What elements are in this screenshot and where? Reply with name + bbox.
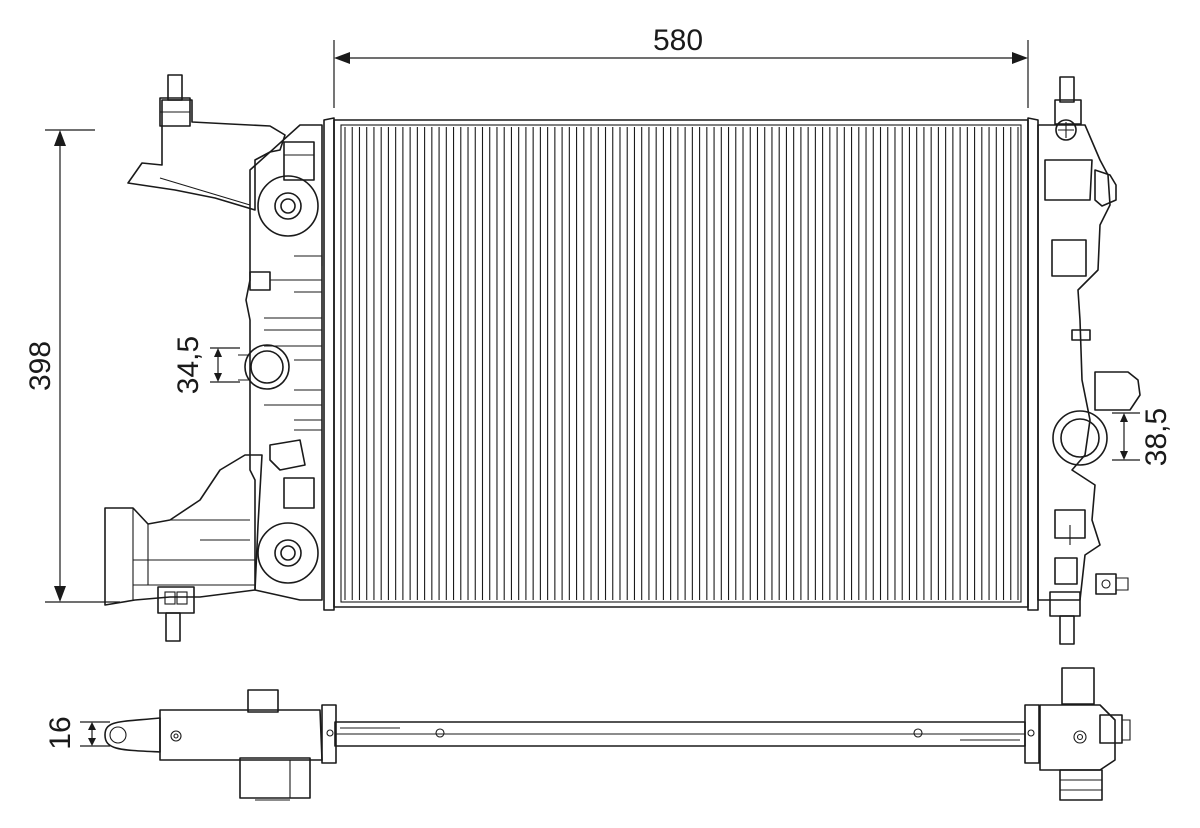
radiator-front-view <box>104 74 1141 645</box>
dimension-height: 398 <box>24 129 120 603</box>
dimension-outlet-offset: 38,5 <box>1112 408 1173 466</box>
dimension-width: 580 <box>333 24 1029 108</box>
outlet-pipe <box>1052 410 1108 466</box>
upper-left-mount <box>257 175 319 237</box>
left-tank <box>104 74 335 642</box>
dimension-height-label: 398 <box>24 341 57 391</box>
filler-cap <box>1055 119 1077 141</box>
inlet-pipe <box>244 344 290 390</box>
radiator-top-view <box>104 667 1131 801</box>
dimension-inlet-offset-label: 34,5 <box>172 336 205 394</box>
dimension-outlet-offset-label: 38,5 <box>1140 408 1173 466</box>
dimension-width-label: 580 <box>653 24 703 57</box>
radiator-core-fins <box>344 127 1019 600</box>
dimension-inlet-offset: 34,5 <box>172 336 240 394</box>
dimension-core-thickness: 16 <box>44 716 110 750</box>
dimension-core-thickness-label: 16 <box>44 716 77 749</box>
right-tank <box>1027 76 1141 645</box>
lower-left-mount <box>257 522 319 584</box>
